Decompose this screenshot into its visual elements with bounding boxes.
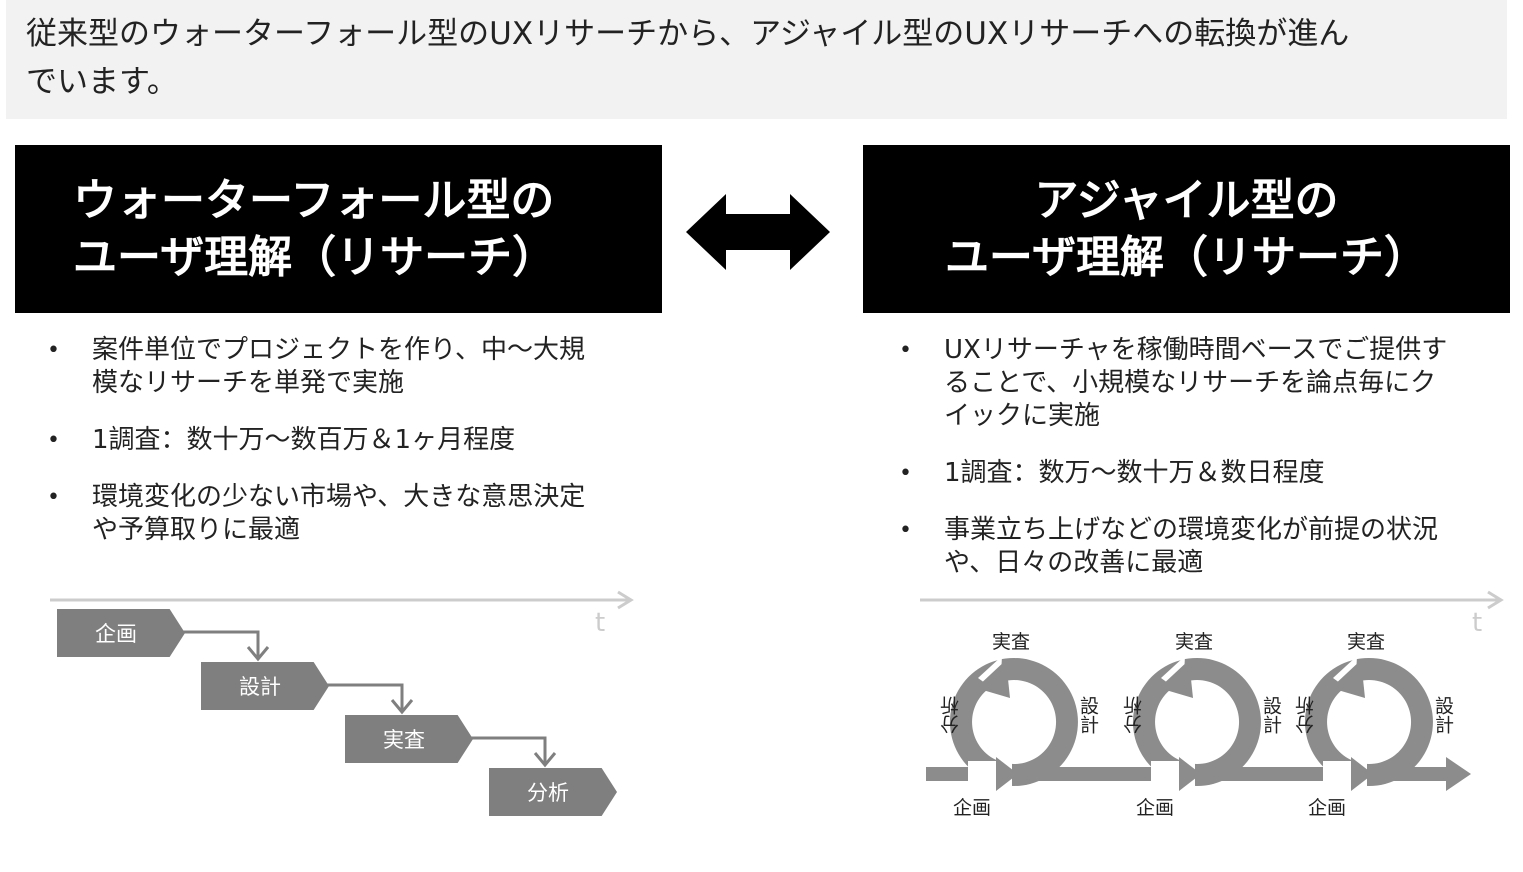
loop-3-bottom-label: 企画 [1308,797,1347,819]
loop-ring [1132,658,1261,786]
waterfall-axis-label: t [595,608,606,638]
waterfall-connectors [180,630,557,768]
flow-entry-arrowhead [1179,757,1201,791]
loop-3-left-label: 分析 [1295,696,1317,734]
loop-1-right-label: 設計 [1077,696,1099,734]
step-label: 設計 [239,675,281,699]
bullet-line: イックに実施 [944,401,1101,431]
loop-1-bottom-label: 企画 [953,797,992,819]
bullet-line: UXリサーチャを稼働時間ベースでご提供す [944,335,1448,365]
loop-ring [949,658,1078,786]
bullet-line: や、日々の改善に最適 [944,548,1204,578]
intro-line-2: でいます。 [26,64,178,100]
step-label: 企画 [95,622,137,646]
agile-axis-label: t [1472,608,1483,638]
bullet-line: や予算取りに最適 [92,515,301,545]
bullet-line: ることで、小規模なリサーチを論点毎にク [944,368,1437,398]
bullet-line: 1調査：数十万～数百万＆1ヶ月程度 [92,425,516,455]
agile-iteration-loops [926,656,1471,791]
bullet-line: 案件単位でプロジェクトを作り、中～大規 [92,335,585,365]
loop-2-right-label: 設計 [1260,696,1282,734]
agile-bullet-list: UXリサーチャを稼働時間ベースでご提供す ることで、小規模なリサーチを論点毎にク… [897,334,1507,604]
agile-bullet: 1調査：数万～数十万＆数日程度 [897,457,1507,490]
loop-arrowhead [976,660,1010,698]
loop-ring [1304,658,1433,786]
loop-2-bottom-label: 企画 [1136,797,1175,819]
bullet-line: 事業立ち上げなどの環境変化が前提の状況 [944,515,1439,545]
flow-entry-arrowhead [996,757,1018,791]
agile-time-axis [920,590,1504,610]
waterfall-bullet-list: 案件単位でプロジェクトを作り、中～大規 模なリサーチを単発で実施 1調査：数十万… [45,334,645,571]
waterfall-bullet: 1調査：数十万～数百万＆1ヶ月程度 [45,424,645,457]
loop-arrowhead [1331,660,1365,698]
loop-3-top-label: 実査 [1347,631,1386,653]
bullet-line: 1調査：数万～数十万＆数日程度 [944,458,1325,488]
agile-bullet: 事業立ち上げなどの環境変化が前提の状況 や、日々の改善に最適 [897,514,1507,580]
agile-heading: アジャイル型の ユーザ理解（リサーチ） [863,145,1510,313]
loop-1-left-label: 分析 [940,696,962,734]
loop-2-left-label: 分析 [1123,696,1145,734]
waterfall-heading-line-1: ウォーターフォール型の [73,175,555,226]
intro-line-1: 従来型のウォーターフォール型のUXリサーチから、アジャイル型のUXリサーチへの転… [26,16,1350,52]
waterfall-step-planning: 企画 [57,609,185,657]
waterfall-bullet: 案件単位でプロジェクトを作り、中～大規 模なリサーチを単発で実施 [45,334,645,400]
waterfall-step-analysis: 分析 [489,768,617,816]
agile-heading-line-1: アジャイル型の [1034,175,1339,226]
loop-2-top-label: 実査 [1175,631,1214,653]
double-arrow-icon [686,194,830,270]
loop-arrowhead [1159,660,1193,698]
flow-entry-arrowhead [1351,757,1373,791]
waterfall-heading-line-2: ユーザ理解（リサーチ） [73,232,557,283]
waterfall-heading: ウォーターフォール型の ユーザ理解（リサーチ） [15,145,662,313]
bullet-line: 模なリサーチを単発で実施 [92,368,405,398]
step-label: 分析 [527,781,569,805]
waterfall-step-design: 設計 [201,662,329,710]
waterfall-step-fieldwork: 実査 [345,715,473,763]
agile-heading-line-2: ユーザ理解（リサーチ） [944,232,1429,283]
waterfall-bullet: 環境変化の少ない市場や、大きな意思決定 や予算取りに最適 [45,481,645,547]
agile-bullet: UXリサーチャを稼働時間ベースでご提供す ることで、小規模なリサーチを論点毎にク… [897,334,1507,433]
step-label: 実査 [383,728,425,752]
bullet-line: 環境変化の少ない市場や、大きな意思決定 [92,482,586,512]
loop-3-right-label: 設計 [1432,696,1454,734]
waterfall-time-axis [50,590,634,610]
intro-banner: 従来型のウォーターフォール型のUXリサーチから、アジャイル型のUXリサーチへの転… [6,0,1507,119]
loop-1-top-label: 実査 [992,631,1031,653]
